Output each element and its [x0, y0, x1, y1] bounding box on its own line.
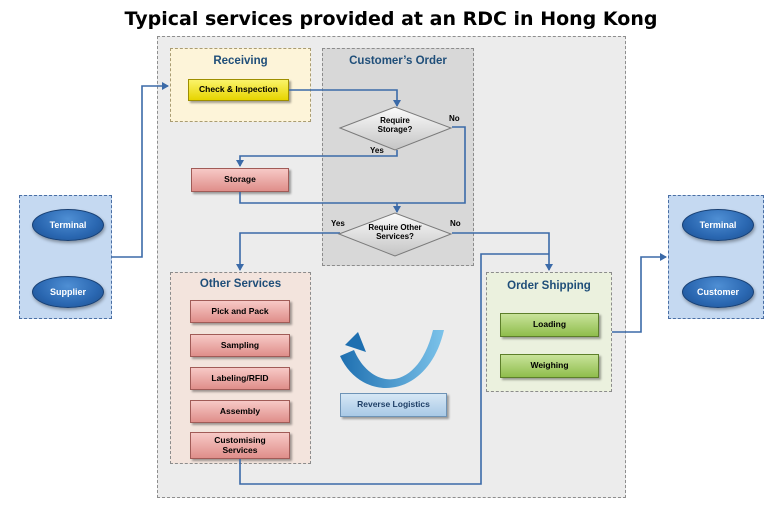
customising-services-step: Customising Services: [190, 432, 290, 459]
other-services-no-connector: [452, 232, 553, 271]
require-other-services-label: Require Other Services?: [358, 223, 432, 241]
check-inspection-step: Check & Inspection: [188, 79, 289, 101]
require-storage-line2: Storage?: [377, 125, 413, 135]
other-services-title: Other Services: [199, 278, 282, 290]
order-shipping-title: Order Shipping: [507, 280, 591, 292]
weighing-step: Weighing: [500, 354, 599, 378]
customer-node: Customer: [682, 276, 754, 308]
terminal-destination-node: Terminal: [682, 209, 754, 241]
services-to-shipping-connector: [239, 253, 549, 485]
sampling-step: Sampling: [190, 334, 290, 357]
loading-step: Loading: [500, 313, 599, 337]
assembly-step: Assembly: [190, 400, 290, 423]
page-title: Typical services provided at an RDC in H…: [124, 8, 658, 30]
terminal-origin-node: Terminal: [32, 209, 104, 241]
reverse-logistics-step: Reverse Logistics: [340, 393, 447, 417]
storage-yes-connector: [236, 150, 398, 167]
supplier-to-receiving-connector: [112, 82, 169, 258]
storage-no-connector: [393, 126, 466, 213]
require-other-line1: Require Other: [368, 223, 422, 232]
require-other-line2: Services?: [376, 232, 414, 242]
labeling-rfid-step: Labeling/RFID: [190, 367, 290, 390]
shipping-to-customer-connector: [612, 253, 667, 333]
require-other-services-decision: [337, 212, 453, 257]
pick-and-pack-step: Pick and Pack: [190, 300, 290, 323]
require-storage-decision: [338, 106, 453, 151]
storage-no-label: No: [449, 114, 460, 123]
require-storage-label: Require Storage?: [363, 116, 427, 134]
storage-yes-label: Yes: [370, 146, 384, 155]
inspection-to-storage-decision-connector: [289, 89, 401, 107]
receiving-title: Receiving: [213, 55, 268, 67]
storage-step: Storage: [191, 168, 289, 192]
other-services-yes-connector: [236, 232, 340, 271]
other-services-no-label: No: [450, 219, 461, 228]
require-storage-line1: Require: [380, 116, 410, 125]
customers-order-title: Customer’s Order: [349, 55, 447, 67]
other-services-yes-label: Yes: [331, 219, 345, 228]
storage-return-connector: [239, 192, 397, 204]
supplier-node: Supplier: [32, 276, 104, 308]
reverse-logistics-arrow-icon: [340, 330, 444, 388]
